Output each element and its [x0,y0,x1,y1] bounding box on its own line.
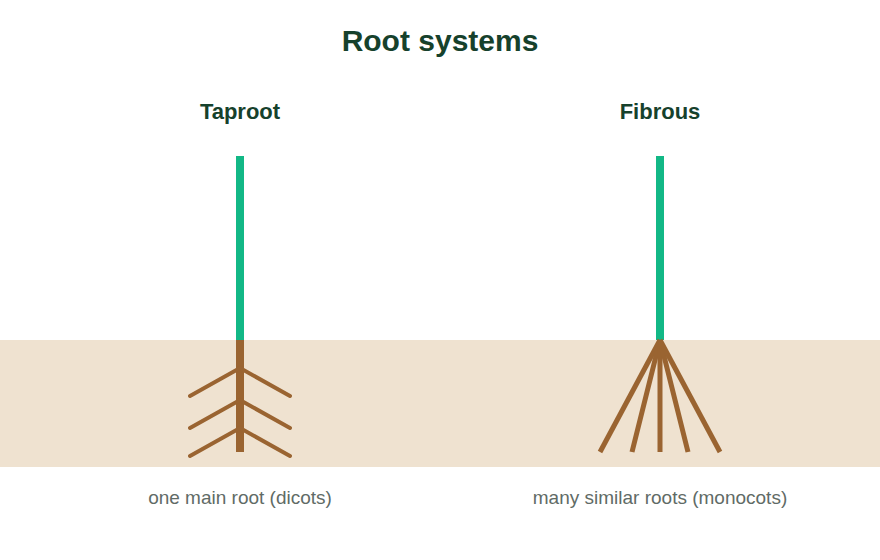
system-caption: many similar roots (monocots) [533,488,787,507]
lateral-root-pair [190,428,290,456]
fibrous-roots [600,340,720,452]
lateral-root-pair [190,368,290,396]
lateral-root-pair [190,400,290,428]
plant-stem [236,156,244,340]
fibrous-plant [600,156,720,452]
system-caption: one main root (dicots) [148,488,332,507]
system-heading: Taproot [200,101,280,123]
fibrous-root [660,340,688,452]
plant-stem [656,156,664,340]
fibrous-root [660,340,720,452]
lateral-roots [190,368,290,456]
taproot-plant [190,156,290,456]
soil-band [0,340,880,467]
main-root [236,340,244,452]
fibrous-root [600,340,660,452]
system-heading: Fibrous [620,101,701,123]
diagram-title: Root systems [342,26,539,56]
fibrous-root [632,340,660,452]
